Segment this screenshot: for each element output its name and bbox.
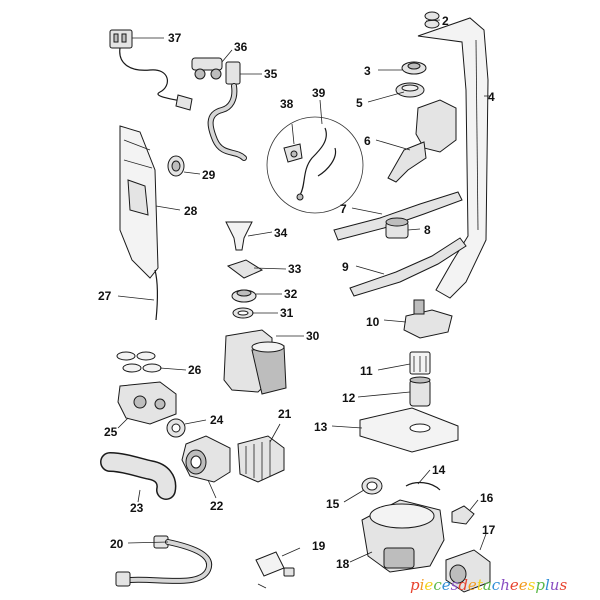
part-label-34: 34 xyxy=(274,226,288,240)
part-label-7: 7 xyxy=(340,202,347,216)
part-label-8: 8 xyxy=(424,223,431,237)
part-label-26: 26 xyxy=(188,363,202,377)
part-label-36: 36 xyxy=(234,40,248,54)
part-label-14: 14 xyxy=(432,463,446,477)
part-label-16: 16 xyxy=(480,491,494,505)
part-label-20: 20 xyxy=(110,537,124,551)
part-label-2: 2 xyxy=(442,14,449,28)
part-2-nut xyxy=(424,11,440,29)
part-10-arm-support xyxy=(403,299,453,339)
part-31-seal-ring xyxy=(232,307,254,319)
part-9-lower-spray-arm xyxy=(349,237,467,297)
part-13-flat-filter xyxy=(359,407,459,453)
part-label-35: 35 xyxy=(264,67,278,81)
part-5-hub xyxy=(395,82,425,98)
part-label-15: 15 xyxy=(326,497,340,511)
part-30-water-softener xyxy=(223,329,287,395)
part-23-elbow-hose xyxy=(100,452,177,500)
part-label-13: 13 xyxy=(314,420,328,434)
part-label-9: 9 xyxy=(342,260,349,274)
part-3-bearing xyxy=(401,61,427,75)
part-7-upper-spray-arm xyxy=(333,191,463,241)
leader-lines xyxy=(117,19,490,563)
part-label-21: 21 xyxy=(278,407,292,421)
part-label-28: 28 xyxy=(184,204,198,218)
part-17-drain-pump xyxy=(445,549,491,593)
part-label-4: 4 xyxy=(488,90,495,104)
part-11-micro-filter xyxy=(409,351,431,375)
part-32-nut xyxy=(231,289,257,303)
part-label-3: 3 xyxy=(364,64,371,78)
part-number-labels: 2 3 4 5 6 7 8 9 10 11 12 13 14 15 16 17 … xyxy=(98,14,496,571)
part-16-float xyxy=(451,505,475,525)
part-label-17: 17 xyxy=(482,523,496,537)
detail-circle-38-39 xyxy=(266,116,364,214)
part-label-38: 38 xyxy=(280,97,294,111)
part-label-30: 30 xyxy=(306,329,320,343)
part-21-motor xyxy=(237,435,285,483)
part-label-33: 33 xyxy=(288,262,302,276)
part-label-10: 10 xyxy=(366,315,380,329)
part-label-37: 37 xyxy=(168,31,182,45)
part-22-circulation-pump xyxy=(181,435,231,483)
part-34-funnel xyxy=(225,221,253,251)
part-35-drain-hose xyxy=(207,61,247,161)
part-4-water-supply-pipe xyxy=(417,17,489,299)
part-label-22: 22 xyxy=(210,499,224,513)
part-label-25: 25 xyxy=(104,425,118,439)
part-28-side-panel xyxy=(119,125,159,279)
part-29-grommet xyxy=(167,155,185,177)
part-20-inlet-hose xyxy=(115,535,213,587)
part-8-arm-nut xyxy=(385,217,409,239)
part-label-31: 31 xyxy=(280,306,294,320)
part-label-23: 23 xyxy=(130,501,144,515)
part-26-seal-set xyxy=(116,351,162,373)
part-24-gasket xyxy=(166,418,186,438)
watermark-text: piecesdetacheesplus xyxy=(410,576,567,594)
part-label-29: 29 xyxy=(202,168,216,182)
part-19-flow-meter-kit xyxy=(255,551,295,589)
part-36-valve-clip xyxy=(191,57,223,80)
part-27-connecting-pipe xyxy=(154,269,158,321)
part-33-cap xyxy=(226,259,264,279)
site-watermark: piecesdetacheesplus xyxy=(410,576,567,594)
part-label-39: 39 xyxy=(312,86,326,100)
part-37-power-connector xyxy=(109,29,193,111)
part-25-pump-housing xyxy=(117,381,177,425)
part-label-32: 32 xyxy=(284,287,298,301)
part-12-filter-cylinder xyxy=(409,376,431,407)
part-18-sump xyxy=(361,499,445,573)
part-label-24: 24 xyxy=(210,413,224,427)
part-6-distributor xyxy=(387,99,457,183)
part-label-11: 11 xyxy=(360,364,373,378)
part-label-19: 19 xyxy=(312,539,326,553)
part-label-6: 6 xyxy=(364,134,371,148)
part-15-seal xyxy=(361,477,383,495)
part-label-27: 27 xyxy=(98,289,112,303)
part-label-5: 5 xyxy=(356,96,363,110)
part-label-18: 18 xyxy=(336,557,350,571)
part-14-clip xyxy=(405,481,441,491)
part-label-12: 12 xyxy=(342,391,356,405)
